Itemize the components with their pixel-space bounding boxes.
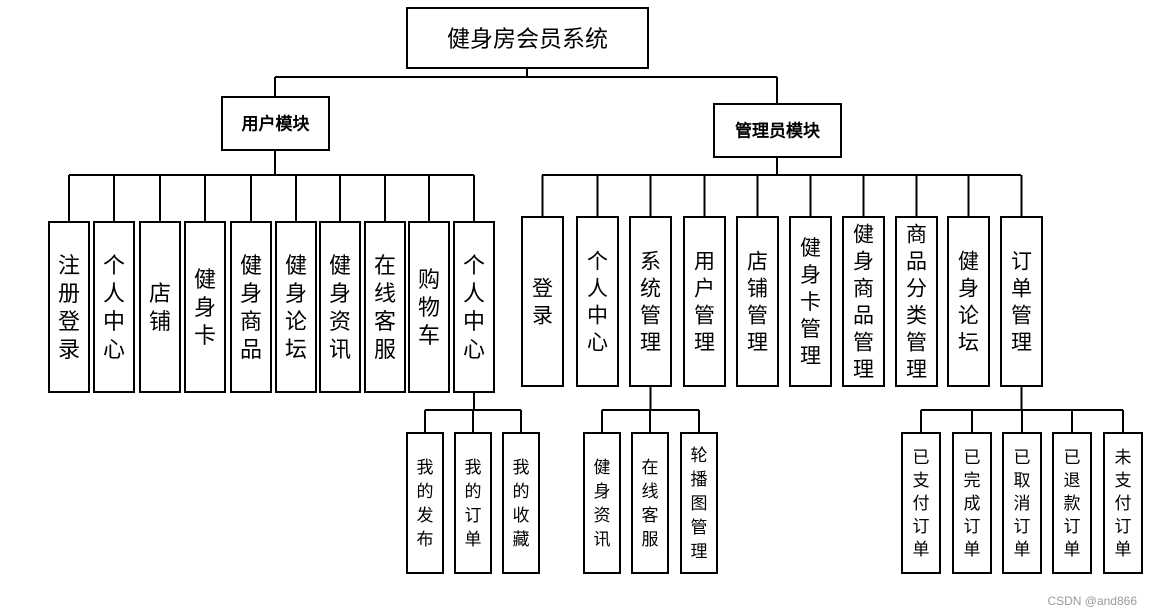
user-center-child-node-label: 我的收藏 xyxy=(513,458,530,550)
admin-item-node: 订单管理 xyxy=(1000,216,1043,387)
admin-system-child-node-label: 健身资讯 xyxy=(594,458,611,550)
user-item-node-label: 健身论坛 xyxy=(285,254,307,363)
admin-order-child-node: 未支付订单 xyxy=(1103,432,1143,574)
admin-item-node-label: 登录 xyxy=(532,277,553,328)
admin-module-node: 管理员模块 xyxy=(713,103,842,158)
admin-item-node-label: 用户管理 xyxy=(694,250,715,355)
admin-item-node-label: 订单管理 xyxy=(1011,250,1032,355)
admin-order-child-node-label: 已完成订单 xyxy=(964,448,981,560)
admin-item-node-label: 健身卡管理 xyxy=(800,236,821,368)
admin-system-child-node-label: 在线客服 xyxy=(642,458,659,550)
user-item-node: 健身卡 xyxy=(184,221,226,393)
admin-item-node-label: 个人中心 xyxy=(587,250,608,355)
admin-system-child-node: 轮播图管理 xyxy=(680,432,718,574)
admin-order-child-node-label: 未支付订单 xyxy=(1115,448,1132,560)
admin-item-node-label: 店铺管理 xyxy=(747,250,768,355)
user-module-node-label: 用户模块 xyxy=(242,114,311,135)
user-item-node: 健身论坛 xyxy=(275,221,317,393)
admin-order-child-node-label: 已支付订单 xyxy=(913,448,930,560)
user-item-node: 购物车 xyxy=(408,221,450,393)
user-item-node: 店铺 xyxy=(139,221,181,393)
admin-item-node: 健身卡管理 xyxy=(789,216,832,387)
user-item-node-label: 个人中心 xyxy=(103,254,125,363)
user-center-child-node-label: 我的发布 xyxy=(417,458,434,550)
admin-order-child-node: 已完成订单 xyxy=(952,432,992,574)
admin-item-node: 个人中心 xyxy=(576,216,619,387)
user-item-node-label: 店铺 xyxy=(149,282,171,335)
user-item-node: 健身资讯 xyxy=(319,221,361,393)
admin-item-node: 系统管理 xyxy=(629,216,672,387)
user-item-node: 健身商品 xyxy=(230,221,272,393)
user-item-node-label: 注册登录 xyxy=(58,254,80,363)
user-center-child-node-label: 我的订单 xyxy=(465,458,482,550)
admin-order-child-node: 已退款订单 xyxy=(1052,432,1092,574)
admin-order-child-node-label: 已退款订单 xyxy=(1064,448,1081,560)
admin-item-node: 健身商品管理 xyxy=(842,216,885,387)
admin-item-node-label: 商品分类管理 xyxy=(906,223,927,382)
user-item-node-label: 健身商品 xyxy=(240,254,262,363)
user-item-node-label: 在线客服 xyxy=(374,254,396,363)
user-item-node: 个人中心 xyxy=(93,221,135,393)
admin-item-node: 健身论坛 xyxy=(947,216,990,387)
admin-system-child-node: 在线客服 xyxy=(631,432,669,574)
user-item-node-label: 购物车 xyxy=(418,268,440,349)
admin-item-node: 店铺管理 xyxy=(736,216,779,387)
admin-system-child-node: 健身资讯 xyxy=(583,432,621,574)
user-center-child-node: 我的发布 xyxy=(406,432,444,574)
user-center-child-node: 我的订单 xyxy=(454,432,492,574)
watermark: CSDN @and866 xyxy=(1047,594,1137,608)
admin-module-node-label: 管理员模块 xyxy=(735,121,821,142)
admin-item-node-label: 健身商品管理 xyxy=(853,223,874,382)
root-node-label: 健身房会员系统 xyxy=(447,26,608,52)
admin-item-node: 用户管理 xyxy=(683,216,726,387)
admin-item-node: 登录 xyxy=(521,216,564,387)
admin-item-node-label: 系统管理 xyxy=(640,250,661,355)
admin-item-node: 商品分类管理 xyxy=(895,216,938,387)
admin-order-child-node-label: 已取消订单 xyxy=(1014,448,1031,560)
root-node: 健身房会员系统 xyxy=(406,7,649,69)
user-item-node: 在线客服 xyxy=(364,221,406,393)
user-module-node: 用户模块 xyxy=(221,96,330,151)
user-item-node: 个人中心 xyxy=(453,221,495,393)
admin-order-child-node: 已支付订单 xyxy=(901,432,941,574)
admin-order-child-node: 已取消订单 xyxy=(1002,432,1042,574)
user-item-node-label: 健身资讯 xyxy=(329,254,351,363)
user-item-node: 注册登录 xyxy=(48,221,90,393)
user-center-child-node: 我的收藏 xyxy=(502,432,540,574)
admin-system-child-node-label: 轮播图管理 xyxy=(691,446,708,562)
user-item-node-label: 个人中心 xyxy=(463,254,485,363)
user-item-node-label: 健身卡 xyxy=(194,268,216,349)
admin-item-node-label: 健身论坛 xyxy=(958,250,979,355)
